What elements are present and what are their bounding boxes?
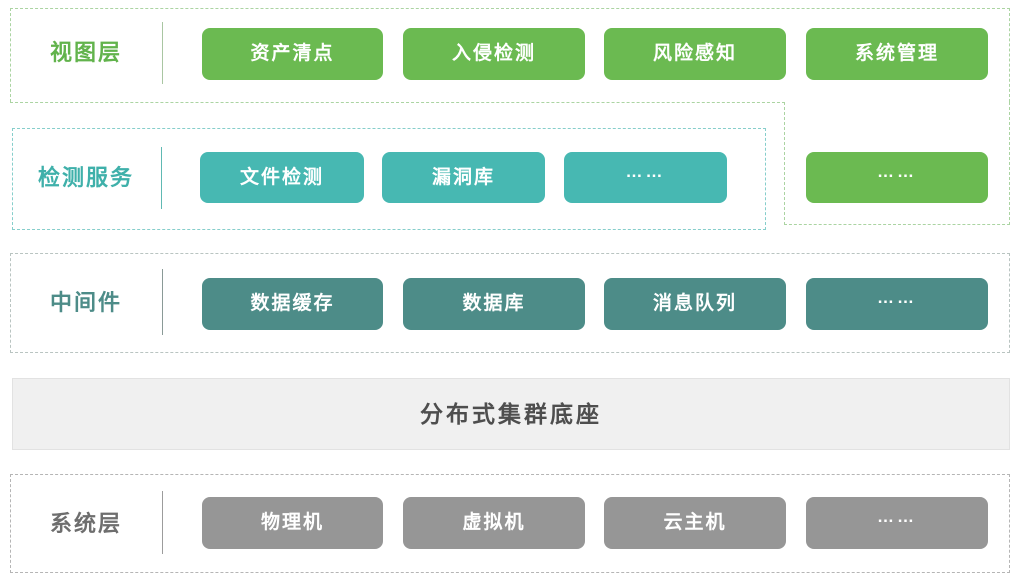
block-risk-awareness: 风险感知 — [604, 28, 786, 80]
detection-services-divider — [161, 147, 162, 209]
middleware-divider — [162, 269, 163, 335]
block-detection-more: …… — [564, 152, 727, 203]
system-layer-divider — [162, 491, 163, 554]
block-file-detection: 文件检测 — [200, 152, 364, 203]
block-system-more: …… — [806, 497, 988, 549]
detection-services-label: 检测服务 — [37, 165, 134, 190]
middleware-box — [10, 253, 1010, 353]
view-layer-box — [10, 8, 1010, 102]
block-cloud-host: 云主机 — [604, 497, 786, 549]
block-system-management: 系统管理 — [806, 28, 988, 80]
view-layer-divider — [162, 22, 163, 84]
system-layer-label: 系统层 — [49, 511, 122, 536]
block-message-queue: 消息队列 — [604, 278, 786, 330]
cluster-base-bar: 分布式集群底座 — [12, 378, 1010, 450]
view-layer-extension-box — [784, 102, 1010, 225]
block-database: 数据库 — [403, 278, 585, 330]
middleware-label: 中间件 — [49, 290, 122, 315]
block-physical-machine: 物理机 — [202, 497, 383, 549]
block-middleware-more: …… — [806, 278, 988, 330]
view-layer-bottom-border — [10, 102, 785, 103]
view-layer-label: 视图层 — [49, 40, 122, 65]
block-vulnerability-db: 漏洞库 — [382, 152, 545, 203]
block-view-more: …… — [806, 152, 988, 203]
block-asset-inventory: 资产清点 — [202, 28, 383, 80]
detection-services-box — [12, 128, 766, 230]
block-data-cache: 数据缓存 — [202, 278, 383, 330]
block-intrusion-detection: 入侵检测 — [403, 28, 585, 80]
system-layer-box — [10, 474, 1010, 573]
block-virtual-machine: 虚拟机 — [403, 497, 585, 549]
